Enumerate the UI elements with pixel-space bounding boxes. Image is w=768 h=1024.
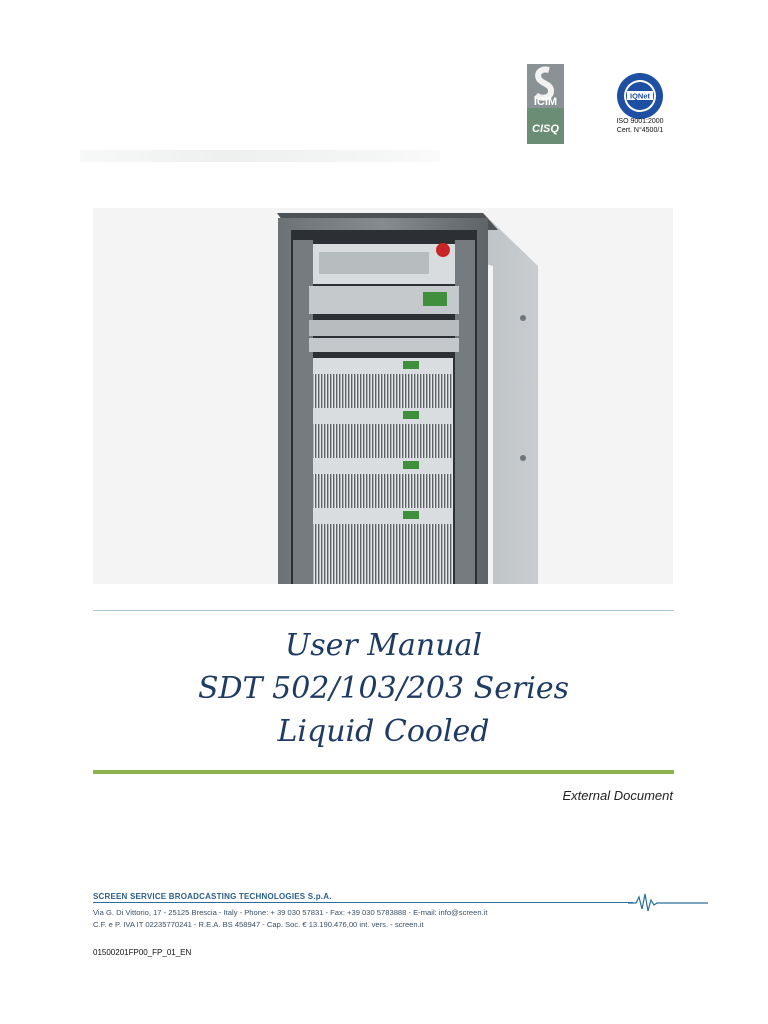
company-registration: C.F. e P. IVA IT 02235770241 - R.E.A. BS… (93, 920, 424, 929)
document-code: 01500201FP00_FP_01_EN (93, 948, 192, 957)
document-classification: External Document (562, 788, 673, 803)
iso-certification: ISO 9001:2000 Cert. N°4500/1 (604, 117, 676, 135)
icim-label: ICIM (534, 96, 557, 108)
company-address: Via G. Di Vittorio, 17 - 25125 Brescia -… (93, 908, 488, 917)
cisq-label: CISQ (532, 123, 559, 135)
title-line-1: User Manual (284, 628, 483, 663)
company-name: SCREEN SERVICE BROADCASTING TECHNOLOGIES… (93, 892, 332, 901)
iso-standard: ISO 9001:2000 (616, 118, 664, 125)
waveform-icon (628, 893, 708, 912)
decorative-band (80, 150, 440, 162)
document-title: User Manual SDT 502/103/203 Series Liqui… (93, 624, 674, 753)
iqnet-label: IQNet (630, 92, 651, 101)
footer-rule (93, 902, 633, 903)
title-line-3: Liquid Cooled (277, 714, 490, 749)
title-top-rule (93, 610, 674, 611)
title-line-2: SDT 502/103/203 Series (197, 671, 570, 706)
iso-cert-number: Cert. N°4500/1 (616, 127, 664, 134)
rack-transmitter-image (93, 208, 673, 584)
iqnet-logo: IQNet (617, 73, 663, 119)
title-bottom-rule (93, 770, 674, 774)
icim-cisq-logo: ICIM CISQ (527, 64, 564, 144)
